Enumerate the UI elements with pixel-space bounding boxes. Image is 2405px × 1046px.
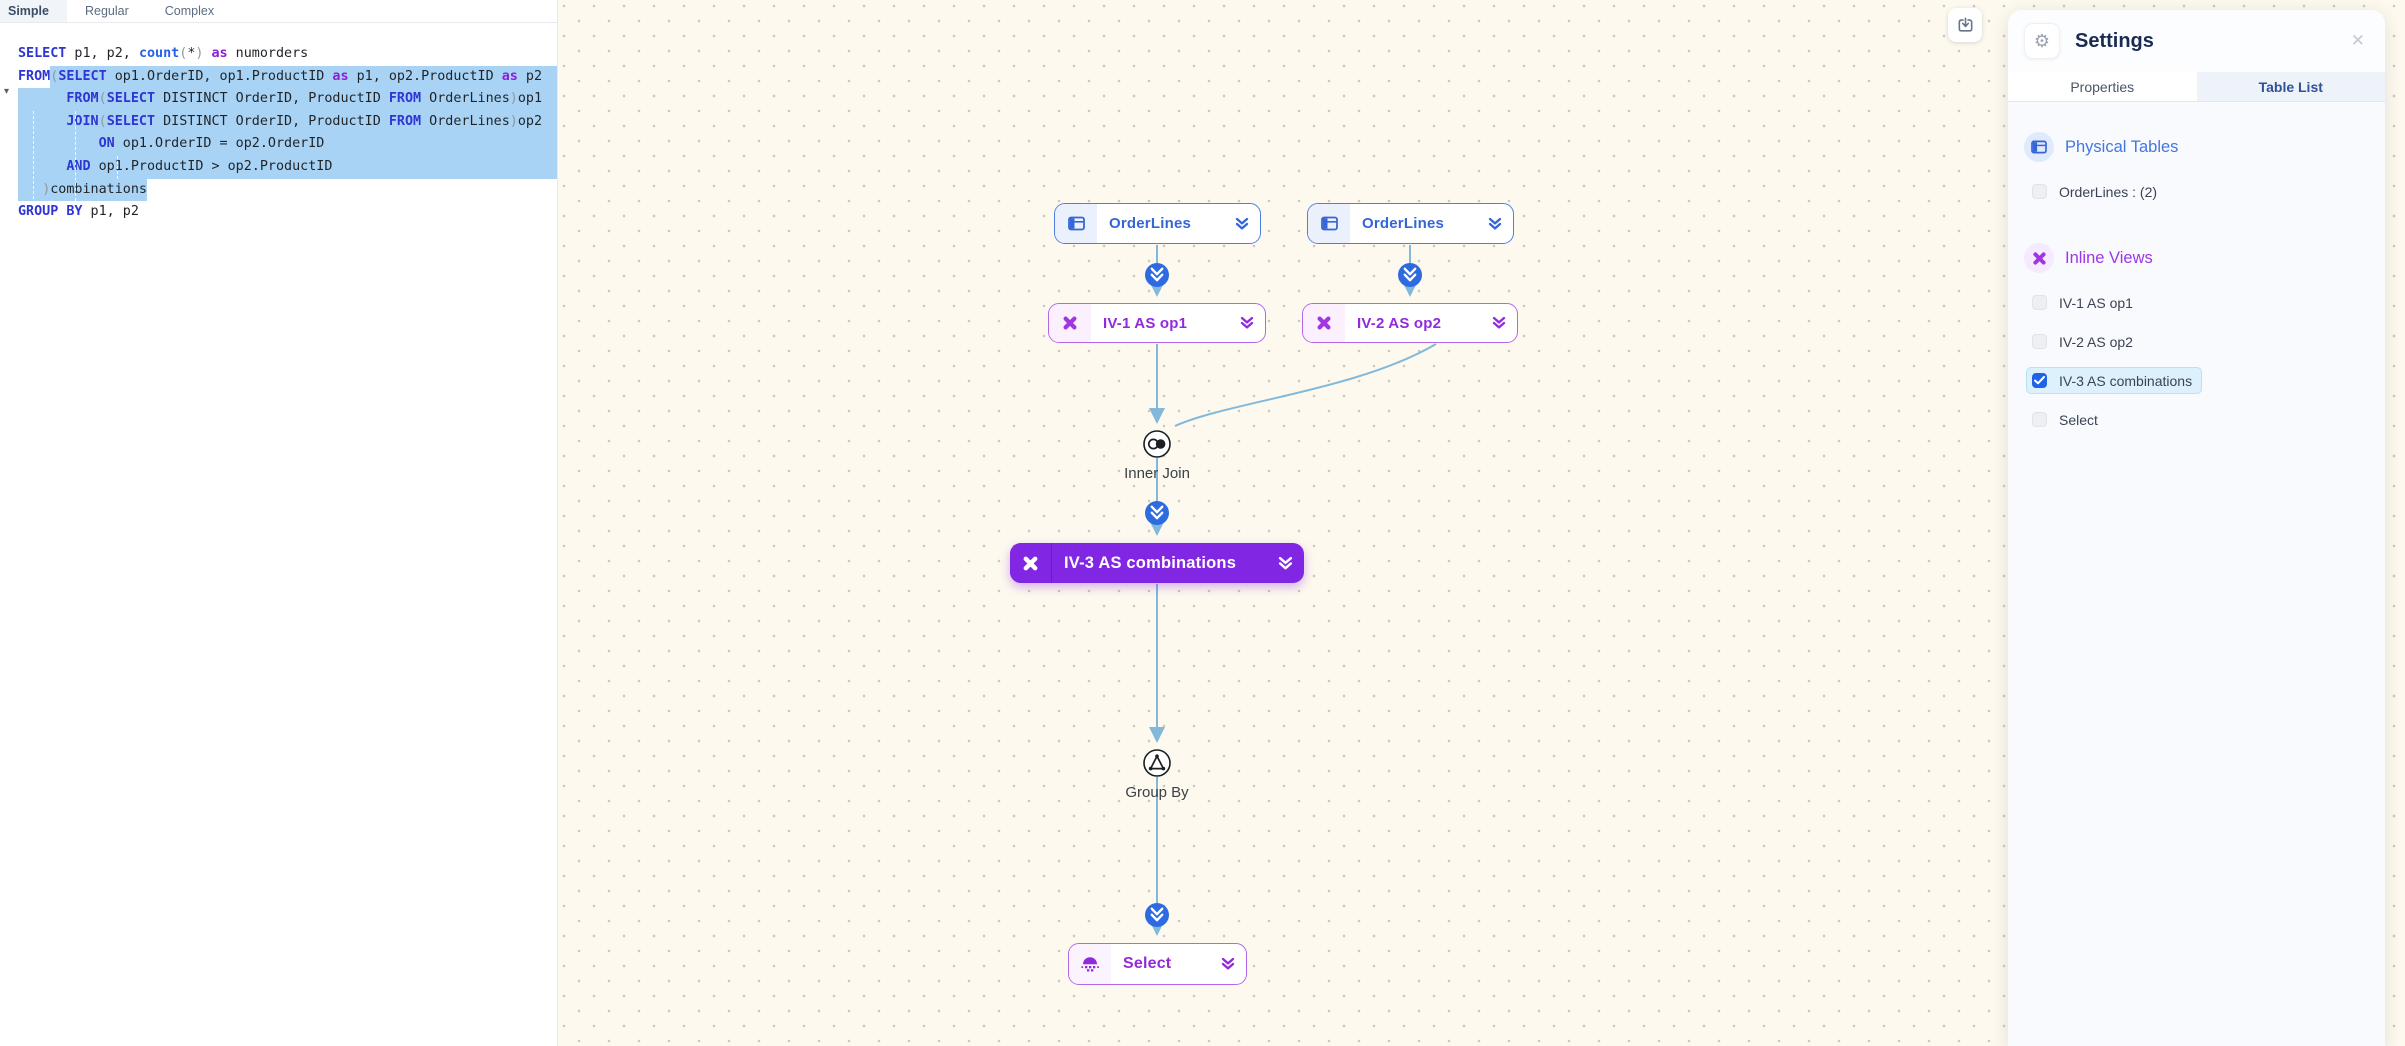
- sql-editor-panel: Simple Regular Complex ▾ SELECT p1, p2, …: [0, 0, 558, 1046]
- list-item-iv3-combinations[interactable]: IV-3 AS combinations: [2026, 367, 2203, 394]
- section-physical-tables: Physical Tables: [2024, 132, 2369, 162]
- list-item-iv2[interactable]: IV-2 AS op2: [2026, 328, 2143, 355]
- list-item-label: IV-1 AS op1: [2059, 294, 2133, 311]
- chevron-double-down-icon[interactable]: [1221, 958, 1246, 970]
- inline-view-icon: [2024, 243, 2054, 273]
- node-iv2[interactable]: IV-2 AS op2: [1302, 303, 1518, 343]
- node-label: IV-3 AS combinations: [1064, 553, 1237, 572]
- chevron-double-down-icon[interactable]: [1488, 217, 1513, 230]
- chevron-double-down-icon[interactable]: [1278, 556, 1304, 570]
- checkbox[interactable]: [2032, 295, 2047, 310]
- section-title: Physical Tables: [2065, 137, 2179, 156]
- section-inline-views: Inline Views: [2024, 243, 2369, 273]
- list-item-label: IV-2 AS op2: [2059, 333, 2133, 350]
- group-by-label: Group By: [1125, 784, 1189, 801]
- list-item-label: OrderLines : (2): [2059, 183, 2158, 200]
- tab-complex[interactable]: Complex: [164, 4, 215, 18]
- inline-view-icon: [1303, 304, 1345, 342]
- tab-simple[interactable]: Simple: [0, 0, 67, 22]
- chevron-down-badge: [1143, 261, 1424, 929]
- indent-guide: [117, 156, 118, 179]
- gear-icon: ⚙: [2024, 23, 2060, 59]
- inner-join-label: Inner Join: [1124, 465, 1190, 482]
- node-orderlines-2[interactable]: OrderLines: [1307, 203, 1514, 244]
- editor-tab-bar: Simple Regular Complex: [0, 0, 557, 23]
- list-item-orderlines[interactable]: OrderLines : (2): [2026, 178, 2167, 205]
- node-label: OrderLines: [1109, 215, 1192, 232]
- node-label: IV-1 AS op1: [1103, 314, 1188, 332]
- save-icon: [1957, 16, 1974, 34]
- chevron-double-down-icon[interactable]: [1240, 317, 1265, 329]
- node-label: OrderLines: [1362, 215, 1445, 232]
- checkbox[interactable]: [2032, 334, 2047, 349]
- section-title: Inline Views: [2065, 248, 2153, 267]
- select-icon: [1069, 944, 1111, 984]
- checkbox[interactable]: [2032, 373, 2047, 388]
- table-icon: [1308, 204, 1350, 243]
- checkbox[interactable]: [2032, 412, 2047, 427]
- table-icon: [2024, 132, 2054, 162]
- settings-panel: ⚙ Settings ✕ Properties Table List Physi…: [2008, 10, 2385, 1046]
- chevron-double-down-icon[interactable]: [1235, 217, 1260, 230]
- settings-header: ⚙ Settings ✕: [2008, 10, 2385, 72]
- settings-tab-bar: Properties Table List: [2008, 72, 2385, 102]
- indent-guide: [75, 111, 76, 201]
- node-label: Select: [1123, 955, 1172, 972]
- tab-properties[interactable]: Properties: [2070, 78, 2135, 95]
- node-select[interactable]: Select: [1068, 943, 1247, 985]
- inline-view-icon: [1010, 543, 1052, 583]
- table-icon: [1055, 204, 1097, 243]
- tab-table-list[interactable]: Table List: [2196, 72, 2385, 101]
- tab-regular[interactable]: Regular: [85, 4, 129, 18]
- list-item-select[interactable]: Select: [2026, 406, 2108, 433]
- list-item-label: Select: [2059, 411, 2098, 428]
- inner-join-icon: [1143, 430, 1171, 458]
- node-iv1[interactable]: IV-1 AS op1: [1048, 303, 1266, 343]
- inline-view-icon: [1049, 304, 1091, 342]
- list-item-label: IV-3 AS combinations: [2059, 372, 2193, 389]
- indent-guide: [33, 111, 34, 224]
- chevron-double-down-icon[interactable]: [1492, 317, 1517, 329]
- checkbox[interactable]: [2032, 184, 2047, 199]
- list-item-iv1[interactable]: IV-1 AS op1: [2026, 289, 2143, 316]
- node-label: IV-2 AS op2: [1357, 314, 1442, 332]
- fold-caret-icon[interactable]: ▾: [4, 86, 10, 97]
- settings-title: Settings: [2075, 29, 2154, 52]
- save-view-button[interactable]: [1948, 8, 1982, 42]
- close-icon[interactable]: ✕: [2350, 31, 2365, 50]
- group-by-icon: [1143, 749, 1171, 777]
- table-list-body: Physical Tables OrderLines : (2) Inline …: [2008, 102, 2385, 1046]
- node-orderlines-1[interactable]: OrderLines: [1054, 203, 1261, 244]
- node-iv3-combinations[interactable]: IV-3 AS combinations: [1010, 543, 1304, 583]
